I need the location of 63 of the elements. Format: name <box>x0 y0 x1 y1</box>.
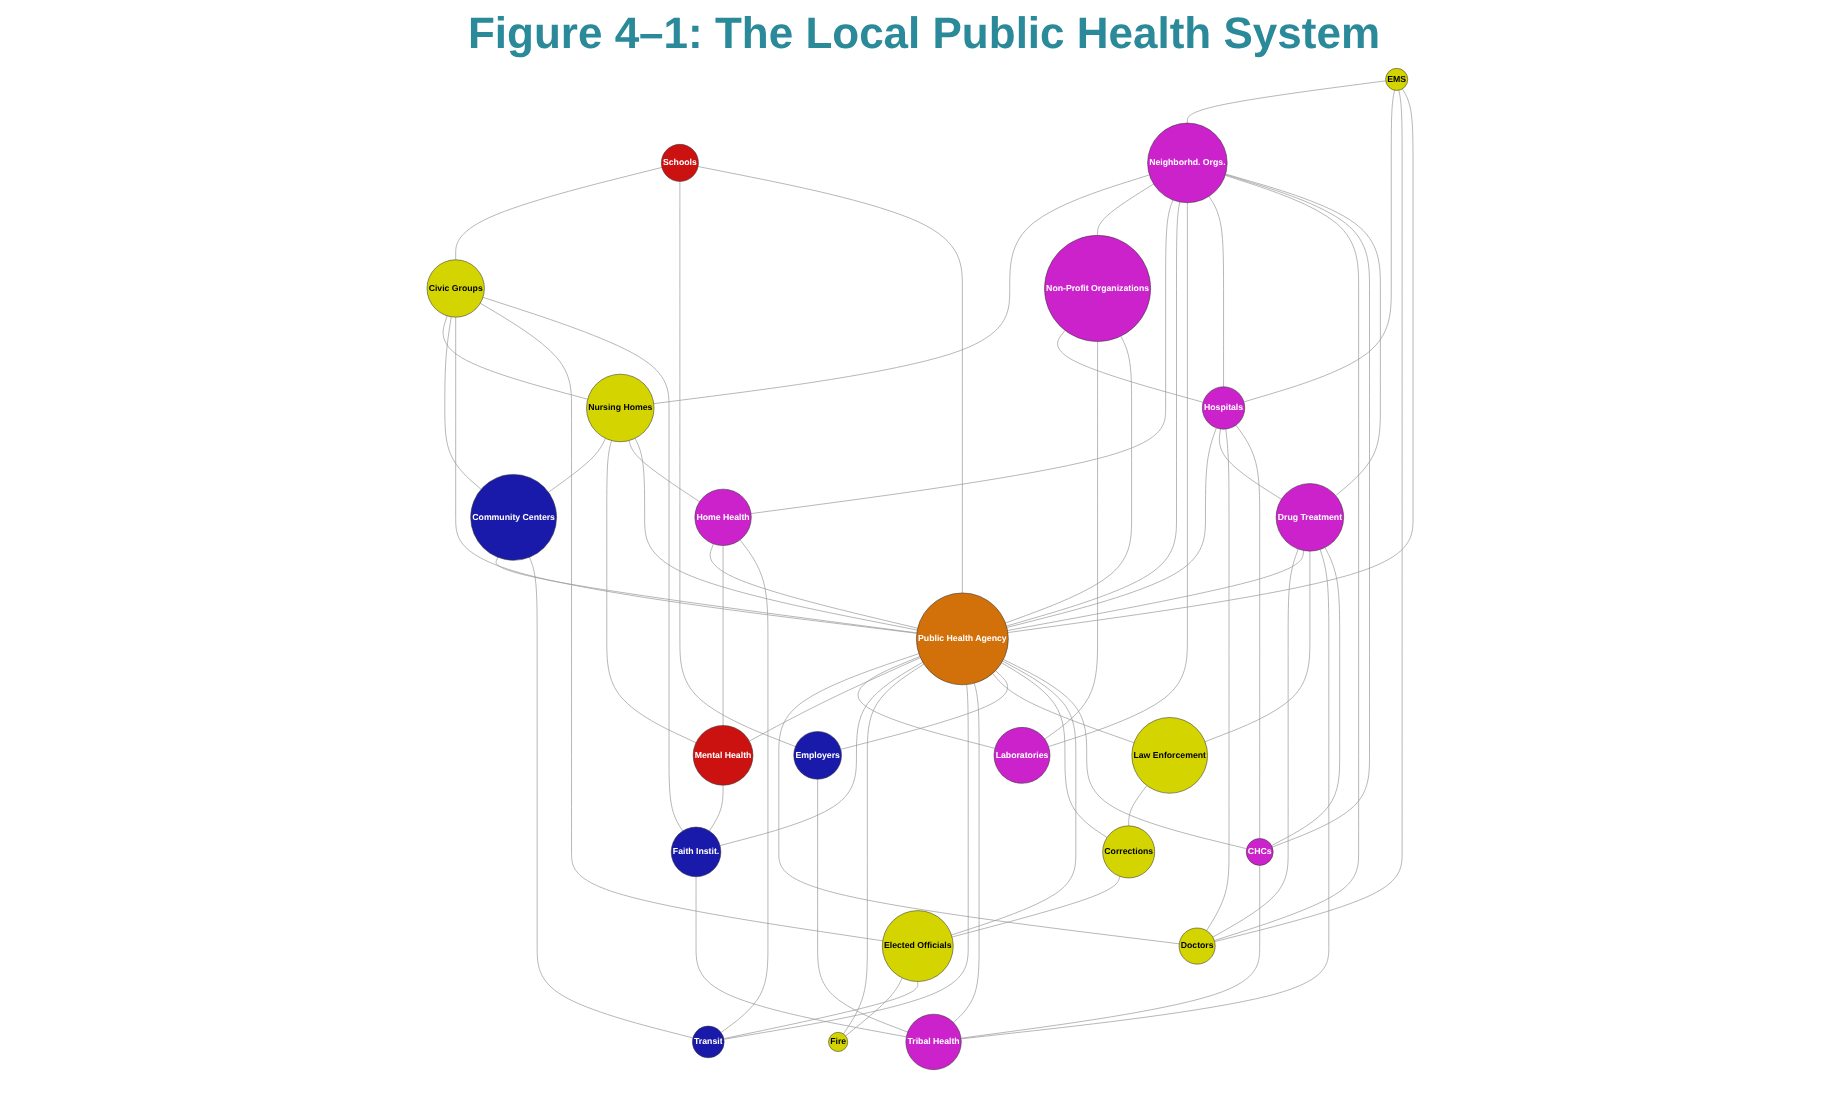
connector <box>1225 173 1381 496</box>
connector <box>495 556 918 634</box>
connector <box>482 297 684 832</box>
connector <box>606 440 697 744</box>
connector <box>1235 424 1261 839</box>
connector <box>442 315 588 400</box>
connector <box>1212 548 1299 938</box>
connector <box>695 876 907 1038</box>
connector <box>1001 662 1108 838</box>
connector <box>529 556 694 1039</box>
connector <box>1206 428 1230 932</box>
connector <box>444 316 482 490</box>
connector <box>1214 89 1403 942</box>
connector <box>1213 174 1359 941</box>
connector <box>1128 785 1148 827</box>
connector <box>960 865 1261 1039</box>
connector <box>960 549 1330 1040</box>
connector <box>1006 201 1181 627</box>
connector <box>723 981 919 1039</box>
connector <box>697 166 963 594</box>
connector <box>723 684 969 1040</box>
connector <box>953 682 980 1023</box>
connector <box>840 670 1008 750</box>
connector <box>1225 174 1370 848</box>
connector <box>653 174 1150 404</box>
connector <box>628 440 700 503</box>
connector <box>843 663 925 1035</box>
connector <box>1271 547 1341 846</box>
connector <box>1208 196 1224 388</box>
connector <box>709 543 919 629</box>
connector <box>951 876 1121 938</box>
connector <box>1048 202 1188 747</box>
connector <box>749 657 921 742</box>
connector <box>1006 427 1217 628</box>
figure-title: Figure 4–1: The Local Public Health System <box>465 8 1383 60</box>
connector <box>722 545 724 726</box>
connector <box>1219 428 1282 500</box>
connector <box>479 302 884 942</box>
connector <box>548 438 606 493</box>
connector <box>1204 550 1311 743</box>
connector <box>778 653 1180 945</box>
connector <box>1044 341 1098 740</box>
connector <box>750 199 1174 514</box>
connector <box>1003 659 1247 850</box>
connector <box>679 181 796 747</box>
connector <box>1005 335 1132 624</box>
connector <box>1007 88 1414 633</box>
connector <box>709 784 724 832</box>
connector <box>1187 80 1387 124</box>
connector <box>1057 330 1204 403</box>
connector <box>1007 550 1305 631</box>
connector <box>719 661 924 846</box>
connector <box>992 673 1135 744</box>
connector <box>455 316 918 634</box>
connector <box>1097 183 1154 236</box>
connector <box>817 778 908 1033</box>
connector <box>720 539 769 1033</box>
connector <box>1243 89 1395 403</box>
connector <box>455 167 663 261</box>
connector <box>634 438 918 631</box>
connector <box>845 977 903 1037</box>
connector <box>857 656 996 749</box>
connector <box>951 660 1077 936</box>
